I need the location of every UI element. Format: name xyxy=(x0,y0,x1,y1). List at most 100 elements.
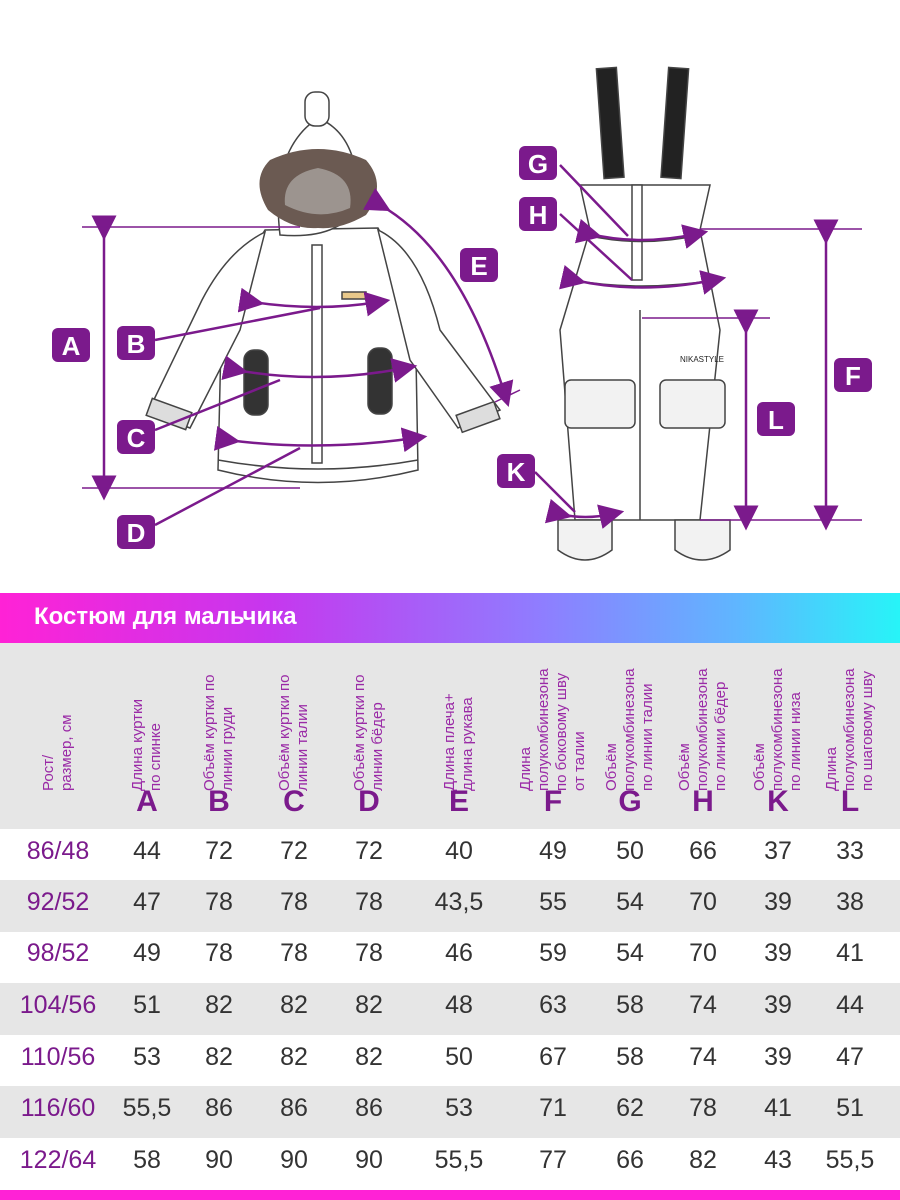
value-cell: 70 xyxy=(689,939,717,967)
tag-F: F xyxy=(834,358,872,392)
value-cell: 41 xyxy=(764,1094,792,1122)
tag-G: G xyxy=(519,146,557,180)
header-letter: F xyxy=(543,785,563,818)
tag-L: L xyxy=(757,402,795,436)
tag-H: H xyxy=(519,197,557,231)
value-cell: 86 xyxy=(205,1094,233,1122)
value-cell: 54 xyxy=(616,888,644,916)
header-label-line: Длина плеча+ xyxy=(441,693,458,791)
svg-text:B: B xyxy=(127,329,146,359)
header-label-line: от талии xyxy=(571,731,588,791)
value-cell: 55,5 xyxy=(122,1094,172,1122)
value-cell: 82 xyxy=(689,1146,717,1174)
value-cell: 50 xyxy=(445,1043,473,1071)
value-cell: 86 xyxy=(280,1094,308,1122)
header-label-line: Объём куртки по xyxy=(201,674,218,791)
header-letter: H xyxy=(692,785,714,818)
size-cell: 110/56 xyxy=(20,1043,96,1071)
header-label-line: Объём xyxy=(676,743,693,791)
value-cell: 47 xyxy=(836,1043,864,1071)
banner-title: Костюм для мальчика xyxy=(34,603,297,630)
header-label-line: по линии низа xyxy=(787,692,804,791)
size-cell: 92/52 xyxy=(26,888,90,916)
header-letter: L xyxy=(840,785,860,818)
value-cell: 63 xyxy=(539,991,567,1019)
header-label-line: линии груди xyxy=(219,706,236,791)
value-cell: 78 xyxy=(280,888,308,916)
value-cell: 71 xyxy=(539,1094,567,1122)
value-cell: 78 xyxy=(689,1094,717,1122)
tag-D: D xyxy=(117,515,155,549)
value-cell: 72 xyxy=(355,837,383,865)
svg-text:E: E xyxy=(470,251,487,281)
value-cell: 39 xyxy=(764,939,792,967)
value-cell: 59 xyxy=(539,939,567,967)
value-cell: 90 xyxy=(355,1146,383,1174)
value-cell: 74 xyxy=(689,991,717,1019)
header-label-line: размер, см xyxy=(58,714,75,791)
garment-illustration: NIKASTYLE A B C D xyxy=(52,66,872,561)
value-cell: 49 xyxy=(539,837,567,865)
value-cell: 70 xyxy=(689,888,717,916)
pants-drawing xyxy=(557,66,731,561)
size-cell: 116/60 xyxy=(20,1094,96,1122)
header-label-line: по линии талии xyxy=(639,683,656,791)
value-cell: 82 xyxy=(355,1043,383,1071)
value-cell: 44 xyxy=(133,837,161,865)
value-cell: 51 xyxy=(133,991,161,1019)
value-cell: 78 xyxy=(280,939,308,967)
value-cell: 33 xyxy=(836,837,864,865)
tag-B: B xyxy=(117,326,155,360)
header-label-line: по линии бёдер xyxy=(712,681,729,791)
size-cell: 98/52 xyxy=(26,939,90,967)
value-cell: 82 xyxy=(280,1043,308,1071)
header-label-line: длина рукава xyxy=(459,697,476,791)
svg-text:A: A xyxy=(62,331,81,361)
value-cell: 49 xyxy=(133,939,161,967)
svg-text:L: L xyxy=(768,405,784,435)
header-letter: B xyxy=(208,785,230,818)
header-letter: D xyxy=(358,785,380,818)
value-cell: 77 xyxy=(539,1146,567,1174)
header-letter: C xyxy=(283,785,305,818)
value-cell: 74 xyxy=(689,1043,717,1071)
value-cell: 43,5 xyxy=(434,888,484,916)
value-cell: 51 xyxy=(836,1094,864,1122)
value-cell: 78 xyxy=(355,939,383,967)
header-label-line: Объём xyxy=(751,743,768,791)
measurement-lines xyxy=(82,164,862,531)
size-cell: 104/56 xyxy=(19,991,97,1019)
header-label-line: Длина куртки xyxy=(129,699,146,791)
bottom-bar xyxy=(0,1190,900,1200)
value-cell: 62 xyxy=(616,1094,644,1122)
header-letter: G xyxy=(618,785,642,818)
size-cell: 86/48 xyxy=(26,837,90,865)
header-label-line: полукомбинезона xyxy=(535,668,552,791)
value-cell: 55,5 xyxy=(434,1146,484,1174)
value-cell: 55 xyxy=(539,888,567,916)
size-cell: 122/64 xyxy=(19,1146,97,1174)
value-cell: 41 xyxy=(836,939,864,967)
value-cell: 54 xyxy=(616,939,644,967)
value-cell: 50 xyxy=(616,837,644,865)
value-cell: 72 xyxy=(205,837,233,865)
value-cell: 46 xyxy=(445,939,473,967)
value-cell: 40 xyxy=(445,837,473,865)
value-cell: 90 xyxy=(205,1146,233,1174)
header-label-line: Объём куртки по xyxy=(351,674,368,791)
svg-text:C: C xyxy=(127,423,146,453)
header-label-line: полукомбинезона xyxy=(694,668,711,791)
value-cell: 82 xyxy=(205,991,233,1019)
value-cell: 82 xyxy=(205,1043,233,1071)
value-cell: 78 xyxy=(355,888,383,916)
header-label-line: линии бёдер xyxy=(369,702,386,791)
value-cell: 58 xyxy=(616,1043,644,1071)
header-label-line: по спинке xyxy=(147,723,164,791)
header-letter: A xyxy=(136,785,158,818)
header-label-line: по шаговому шву xyxy=(859,671,876,791)
value-cell: 90 xyxy=(280,1146,308,1174)
